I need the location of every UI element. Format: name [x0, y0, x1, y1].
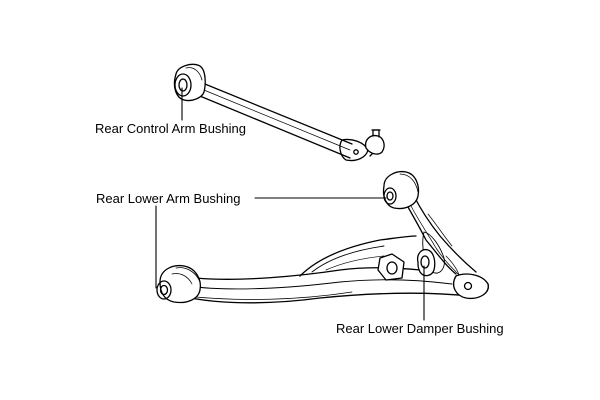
ball-joint-stud [364, 129, 385, 155]
rear-lower-damper-bushing [416, 248, 436, 277]
leader-lines [155, 87, 425, 321]
label-rear-lower-arm-bushing: Rear Lower Arm Bushing [96, 191, 241, 206]
label-rear-lower-damper-bushing: Rear Lower Damper Bushing [336, 321, 504, 336]
rear-lower-arm-upper-bushing [382, 170, 420, 210]
rear-lower-arm [169, 195, 489, 304]
rear-lower-arm-front-bushing [156, 264, 202, 304]
rear-control-arm-bushing [173, 63, 206, 102]
label-rear-control-arm-bushing: Rear Control Arm Bushing [95, 121, 247, 136]
